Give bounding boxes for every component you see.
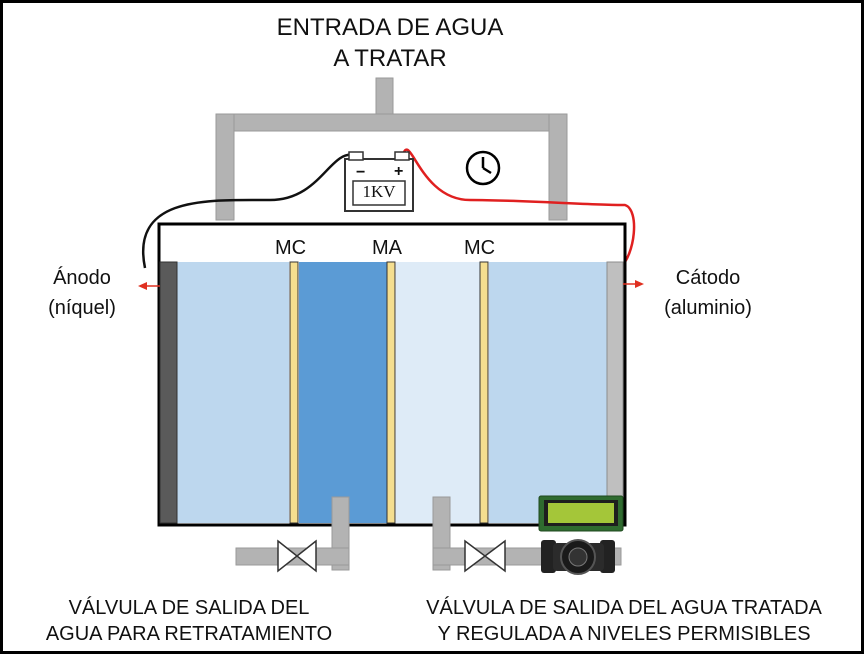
clock-icon [465,150,501,186]
membrane-label-ma: MA [372,237,402,259]
anode-plate [159,261,178,524]
anode-label-line1: Ánodo [53,267,111,289]
flow-sensor-icon [541,539,615,575]
cathode-arrow [623,280,644,288]
valve-right-caption-line1: VÁLVULA DE SALIDA DEL AGUA TRATADA [426,597,822,619]
anode-arrow [138,282,160,290]
chamber-1 [177,262,289,523]
cathode-plate [606,261,624,524]
battery-icon [344,151,414,212]
chamber-4 [489,262,607,523]
valve-left-icon [277,539,317,573]
battery-label: 1KV [362,182,396,201]
battery-plus: + [394,163,404,180]
valve-right-caption-line2: Y REGULADA A NIVELES PERMISIBLES [437,623,811,645]
battery-minus: − [356,164,366,181]
diagram-title-line1: ENTRADA DE AGUA [276,14,504,41]
valve-left-caption-line1: VÁLVULA DE SALIDA DEL [68,597,310,619]
lcd-display-icon [538,495,624,532]
inlet-pipe [215,77,568,221]
valve-right-icon [464,539,506,573]
valve-left-caption-line2: AGUA PARA RETRATAMIENTO [45,623,333,645]
anode-label-line2: (níquel) [48,297,116,319]
chamber-2 [299,262,387,523]
membrane-ma [386,261,396,524]
membrane-mc-left [289,261,299,524]
cathode-label-line1: Cátodo [675,267,741,289]
membrane-mc-right [479,261,489,524]
membrane-label-mc-left: MC [275,237,307,259]
black-wire [141,153,355,269]
cathode-label-line2: (aluminio) [664,297,752,319]
membrane-label-mc-right: MC [464,237,496,259]
chamber-3 [396,262,480,523]
diagram-title-line2: A TRATAR [333,45,447,72]
red-wire [401,148,636,269]
